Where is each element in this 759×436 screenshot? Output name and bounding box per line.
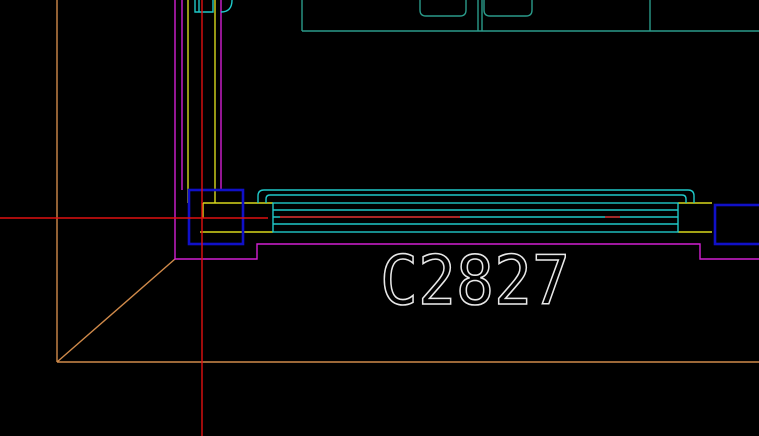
crosshair-cursor-icon — [0, 0, 268, 436]
window-sill-inner — [265, 194, 687, 203]
chair-left — [419, 0, 467, 17]
furniture-block — [301, 0, 759, 32]
dimension-line-diagonal — [56, 258, 176, 363]
dimension-lines — [56, 0, 759, 363]
window-label: C2827 — [380, 242, 570, 321]
chair-right — [483, 0, 533, 17]
wall-outline — [174, 0, 759, 260]
window-assembly — [194, 0, 695, 233]
wall-core-lines — [187, 0, 712, 233]
structural-columns — [187, 188, 759, 246]
column-right[interactable] — [713, 203, 759, 246]
wall-outer-boundary — [174, 0, 759, 260]
vertical-pipe-left — [194, 0, 214, 13]
window-sill-outer — [257, 189, 695, 203]
vertical-pipe-curve — [220, 0, 233, 13]
column-left[interactable] — [187, 188, 245, 246]
